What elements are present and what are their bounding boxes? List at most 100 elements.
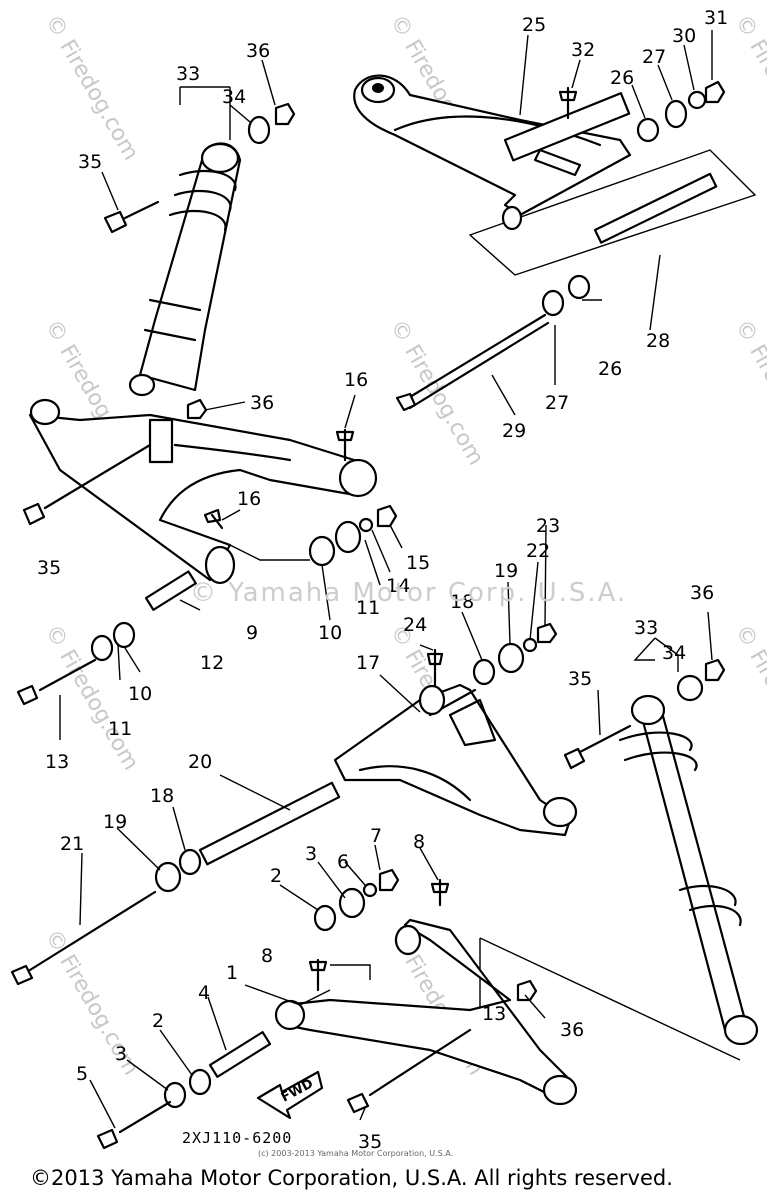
label-11-right: 11: [356, 597, 380, 619]
label-36-low: 36: [560, 1019, 584, 1041]
upper-arm-17-brace: [448, 698, 497, 747]
right-shock-assembly: [563, 658, 759, 1046]
label-13-right: 13: [482, 1003, 506, 1025]
guide-plane: [468, 149, 757, 276]
label-3-top: 3: [305, 843, 317, 865]
label-5: 5: [76, 1063, 88, 1085]
nut-15: [376, 504, 398, 528]
shock-33-left-body: [138, 142, 242, 392]
right-shock-bottom-eye: [723, 1014, 759, 1046]
label-21: 21: [60, 833, 84, 855]
label-25: 25: [522, 14, 546, 36]
label-29: 29: [502, 420, 526, 442]
collar-26-top: [636, 117, 660, 143]
label-19-left: 19: [103, 811, 127, 833]
nut-31: [704, 80, 726, 104]
washer-22: [522, 637, 538, 653]
upper-arm-assembly: [353, 74, 757, 412]
left-shock-bottom-eye: [128, 373, 156, 397]
label-35-right: 35: [568, 668, 592, 690]
label-34-right: 34: [662, 642, 686, 664]
label-24: 24: [403, 614, 427, 636]
bushing-27-top: [664, 99, 688, 129]
grease-nipple-8-high: [430, 878, 450, 907]
upper-arm-tube: [503, 92, 631, 162]
label-30: 30: [672, 25, 696, 47]
leader-line-8: [299, 964, 371, 1006]
leader-line-9: [229, 544, 310, 561]
label-10-left: 10: [128, 683, 152, 705]
bolt-21-head: [10, 964, 34, 986]
bolt-13-shaft: [38, 658, 97, 692]
label-17: 17: [356, 652, 380, 674]
bolt-35-mid-head: [22, 502, 46, 526]
bushing-27-lower: [541, 289, 565, 317]
collar-10-right: [308, 535, 336, 567]
bolt-21-shaft: [28, 890, 157, 972]
label-35-mid: 35: [37, 557, 61, 579]
grease-nipple-32: [558, 86, 578, 120]
label-3-low: 3: [115, 1043, 127, 1065]
left-shock-bands: [143, 298, 202, 342]
fwd-arrow-shape: [256, 1070, 324, 1120]
nut-36-low: [516, 979, 538, 1002]
label-32: 32: [571, 39, 595, 61]
label-18-left: 18: [150, 785, 174, 807]
bushing-19-right: [497, 642, 525, 674]
label-31: 31: [704, 7, 728, 29]
nut-36-mid: [186, 398, 208, 420]
label-12: 12: [200, 652, 224, 674]
right-balljoint: [542, 796, 578, 828]
arm-1-pivot-top: [394, 924, 422, 956]
washer-6: [362, 882, 378, 898]
bolt-35-low-head: [346, 1092, 370, 1114]
collar-10-left: [112, 621, 136, 649]
label-13-left: 13: [45, 751, 69, 773]
grease-nipple-24: [426, 648, 444, 687]
lower-arm-1: [283, 918, 572, 1102]
bolt-29-head: [395, 392, 417, 412]
label-36-mid: 36: [250, 392, 274, 414]
center-watermark: © Yamaha Motor Corp. U.S.A.: [190, 578, 628, 608]
lower-arm-9-edge: [173, 443, 292, 462]
collar-18-right: [472, 658, 496, 686]
grease-nipple-8-low: [308, 958, 328, 992]
washer-30: [687, 90, 707, 110]
nut-36-top-left: [274, 102, 296, 126]
bushing-19-left: [154, 861, 182, 893]
bushing-11-left: [90, 634, 114, 662]
label-19-right: 19: [494, 560, 518, 582]
arm-17-pivot: [418, 684, 446, 716]
label-8-low: 8: [261, 945, 273, 967]
label-10-right: 10: [318, 622, 342, 644]
upper-arm-brace: [533, 148, 582, 177]
watermark-6: © Firedog.com: [730, 316, 767, 470]
grease-nipple-16-lower: [203, 508, 224, 530]
washer-14: [358, 517, 374, 533]
label-28: 28: [646, 330, 670, 352]
arm-9-left-pivot: [204, 545, 236, 585]
label-15: 15: [406, 552, 430, 574]
label-23: 23: [536, 515, 560, 537]
upper-arm-right-assembly: [10, 622, 578, 986]
label-33-right: 33: [634, 617, 658, 639]
right-shock-springs: [618, 731, 742, 927]
small-copyright: (c) 2003-2013 Yamaha Motor Corporation, …: [258, 1149, 454, 1158]
watermark-3: © Firedog.com: [730, 11, 767, 165]
copyright-footer: ©2013 Yamaha Motor Corporation, U.S.A. A…: [30, 1166, 673, 1190]
bolt-35-top-shaft: [123, 200, 160, 220]
bolt-35-right-head: [563, 747, 586, 770]
watermark-1: © Firedog.com: [40, 11, 143, 165]
collar-28: [593, 172, 718, 244]
collar-2-top: [313, 904, 337, 932]
left-balljoint: [29, 398, 61, 426]
bushing-3-top: [338, 887, 366, 919]
arm-9-right-pivot: [338, 458, 378, 498]
collar-4: [208, 1031, 272, 1078]
guide-line: [479, 937, 741, 1061]
label-35-low: 35: [358, 1131, 382, 1153]
watermark-10: © Firedog.com: [40, 926, 143, 1080]
label-34-left: 34: [222, 86, 246, 108]
label-33-left: 33: [176, 63, 200, 85]
